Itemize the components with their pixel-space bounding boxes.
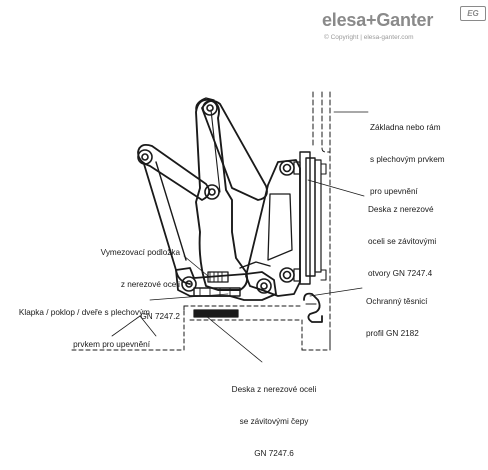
brand-badge: EG [460,6,486,21]
label-protective-seal: Ochranný těsnicí profil GN 2182 [366,297,428,338]
lower-block [175,261,277,301]
label-stainless-plate-threaded-holes: Deska z nerezové oceli se závitovými otv… [368,205,437,278]
label-flap-lid-door: Klapka / poklop / dveře s plechovým prvk… [18,308,150,349]
protective-seal [303,292,323,323]
stainless-plate-threaded-studs [193,309,239,318]
pivot-pins [137,100,272,294]
label-spacer-washer: Vymezovací podložka z nerezové oceli GN … [100,248,180,321]
main-arm [195,98,249,291]
label-base-frame: Základna nebo rám s plechovým prvkem pro… [370,123,445,196]
base-frame-wall [312,91,331,351]
stainless-plate-threaded-holes [279,151,327,285]
flap-lid-door [71,305,331,351]
brand-name: elesa+Ganter [322,10,434,30]
right-bracket [245,159,301,297]
leader-lines [111,111,369,363]
brand-copyright: © Copyright | elesa-ganter.com [324,34,414,41]
brand-logo: elesa+Ganter EG © Copyright | elesa-gant… [322,6,486,50]
spacer-washer [193,271,241,297]
hinge-assembly-drawing [71,91,369,363]
label-stainless-plate-threaded-studs: Deska z nerezové oceli se závitovými čep… [231,385,317,458]
